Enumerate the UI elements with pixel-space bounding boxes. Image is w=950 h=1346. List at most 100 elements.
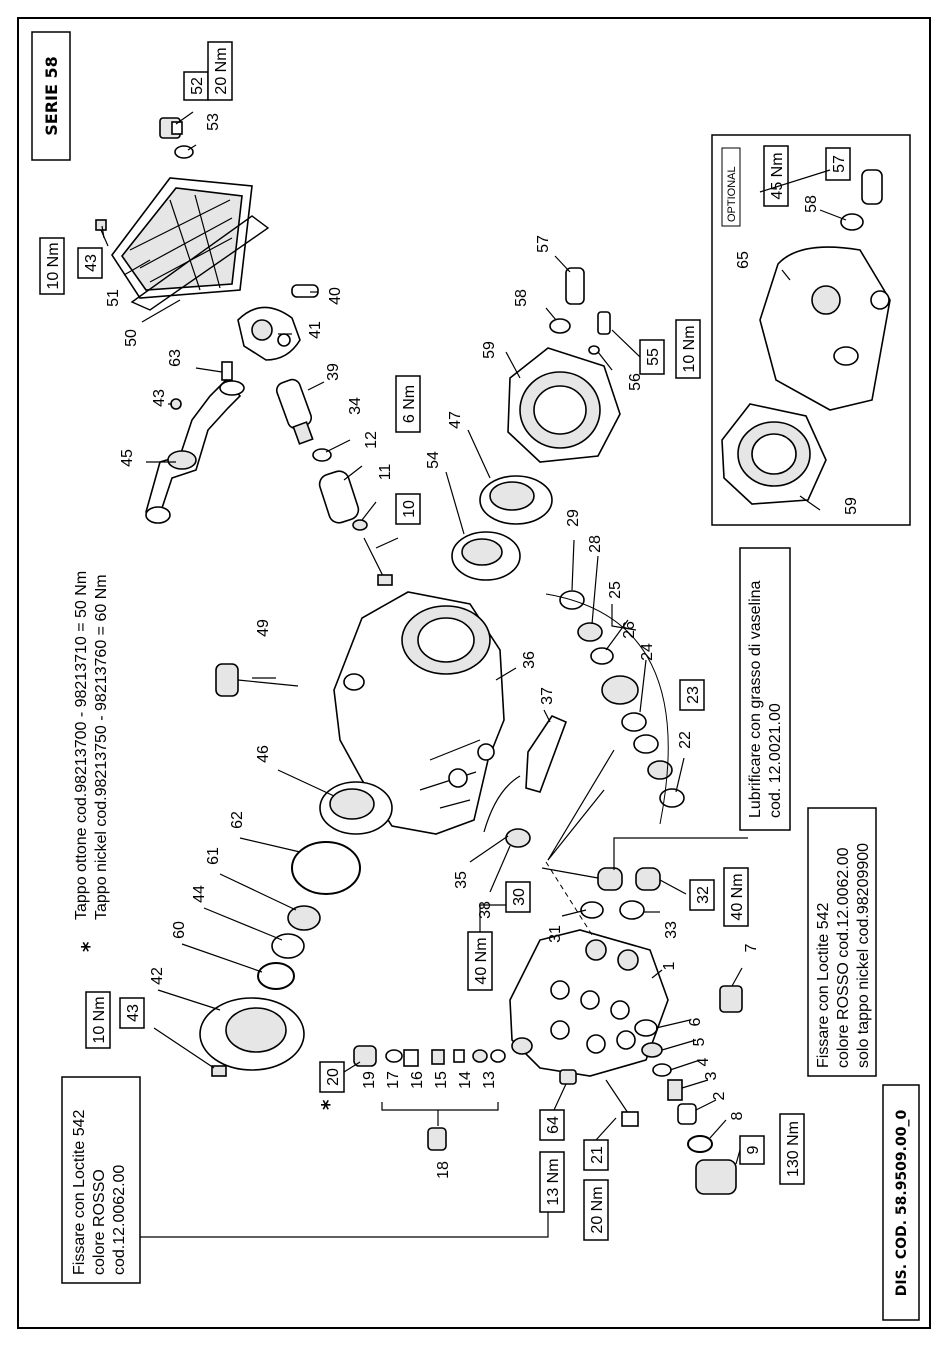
label-38: 38 bbox=[477, 901, 494, 919]
label-18: 18 bbox=[435, 1161, 452, 1179]
part-2-valve bbox=[677, 1103, 697, 1125]
svg-text:43: 43 bbox=[83, 254, 100, 272]
svg-text:23: 23 bbox=[685, 686, 702, 704]
label-65: 65 bbox=[735, 251, 752, 269]
part-46-bearing bbox=[319, 781, 393, 835]
part-62-oring bbox=[291, 841, 361, 895]
label-53: 53 bbox=[205, 113, 222, 131]
svg-text:20 Nm: 20 Nm bbox=[213, 47, 230, 94]
lubrificare-line1: Lubrificare con grasso di vaselina bbox=[747, 580, 764, 818]
label-49: 49 bbox=[255, 619, 272, 637]
part-10-bolt bbox=[363, 537, 393, 586]
svg-text:9: 9 bbox=[745, 1145, 762, 1154]
part-31-washer bbox=[580, 901, 604, 919]
part-59-opt-flange bbox=[721, 403, 827, 505]
part-24-ring bbox=[621, 712, 647, 732]
part-41-conrod bbox=[237, 306, 301, 361]
svg-text:10 Nm: 10 Nm bbox=[91, 996, 108, 1043]
label-35: 35 bbox=[453, 871, 470, 889]
label-17: 17 bbox=[385, 1071, 402, 1089]
part-12-sleeve bbox=[318, 470, 360, 524]
label-57: 57 bbox=[535, 235, 552, 253]
tappo-note-line1: Tappo ottone cod.98213700 - 98213710 = 5… bbox=[73, 571, 90, 920]
label-33: 33 bbox=[663, 921, 680, 939]
part-16-valve bbox=[431, 1049, 445, 1065]
svg-text:10 Nm: 10 Nm bbox=[45, 242, 62, 289]
part-1-manifold bbox=[509, 929, 669, 1077]
loctite-right-note: Fissare con Loctite 542 colore ROSSO cod… bbox=[807, 807, 877, 1077]
valve-bracket bbox=[381, 1102, 499, 1111]
part-7-valve bbox=[719, 985, 743, 1013]
part-19-oring bbox=[385, 1049, 403, 1063]
part-51-cover bbox=[111, 177, 253, 299]
torque-box-21: 21 20 Nm bbox=[583, 1139, 609, 1241]
label-2: 2 bbox=[711, 1091, 728, 1100]
part-52-plug bbox=[159, 117, 183, 139]
label-4: 4 bbox=[695, 1057, 712, 1066]
part-25-packing bbox=[601, 675, 639, 705]
star-marker-2: * bbox=[317, 1099, 341, 1110]
part-47-bearing bbox=[479, 475, 553, 525]
part-58-washer bbox=[549, 318, 571, 334]
label-45: 45 bbox=[119, 449, 136, 467]
torque-box-10: 6 Nm 10 bbox=[395, 375, 421, 525]
label-1: 1 bbox=[661, 961, 678, 970]
part-37-gasket bbox=[525, 715, 568, 793]
optional-panel: OPTIONAL bbox=[711, 134, 911, 526]
part-60-oring bbox=[257, 962, 295, 990]
svg-text:40 Nm: 40 Nm bbox=[729, 873, 746, 920]
label-14: 14 bbox=[457, 1071, 474, 1089]
label-58: 58 bbox=[513, 289, 530, 307]
part-24b-ring bbox=[633, 734, 659, 754]
part-56-ring bbox=[588, 345, 600, 355]
torque-box-43-bottom: 10 Nm 43 bbox=[85, 991, 145, 1049]
part-15-spring bbox=[453, 1049, 465, 1063]
loctite-left-line1: Fissare con Loctite 542 bbox=[71, 1109, 88, 1275]
label-31: 31 bbox=[547, 925, 564, 943]
svg-text:40 Nm: 40 Nm bbox=[473, 937, 490, 984]
part-5-ring bbox=[641, 1042, 663, 1058]
svg-text:20: 20 bbox=[325, 1068, 342, 1086]
part-11-ring bbox=[352, 519, 368, 531]
part-4-ring bbox=[652, 1063, 672, 1077]
part-43-screw-top bbox=[95, 219, 109, 247]
label-11: 11 bbox=[377, 464, 394, 481]
label-19: 19 bbox=[361, 1071, 378, 1089]
label-26: 26 bbox=[621, 621, 638, 639]
label-25: 25 bbox=[607, 581, 624, 599]
label-28: 28 bbox=[587, 535, 604, 553]
svg-text:55: 55 bbox=[645, 348, 662, 366]
svg-text:10: 10 bbox=[401, 500, 418, 518]
series-title: SERIE 58 bbox=[42, 56, 61, 136]
part-59-flange bbox=[507, 347, 621, 463]
part-22-seal bbox=[647, 760, 673, 780]
torque-box-32: 32 40 Nm bbox=[689, 867, 749, 927]
part-21-bolt bbox=[605, 1079, 639, 1127]
label-50: 50 bbox=[123, 329, 140, 347]
part-45-crankshaft bbox=[145, 378, 245, 524]
svg-text:43: 43 bbox=[125, 1004, 142, 1022]
part-13-ring bbox=[490, 1049, 506, 1063]
label-37: 37 bbox=[539, 687, 556, 705]
part-54-bearing bbox=[451, 531, 521, 581]
part-44-seal bbox=[271, 933, 305, 959]
part-57-screw bbox=[565, 267, 585, 305]
label-12: 12 bbox=[363, 431, 380, 449]
part-18-valve-assembly bbox=[427, 1127, 447, 1151]
label-22: 22 bbox=[677, 731, 694, 749]
part-65-gear-housing bbox=[759, 246, 891, 411]
svg-text:45 Nm: 45 Nm bbox=[769, 152, 786, 199]
part-63-key bbox=[221, 361, 233, 381]
drawing-code: DIS. COD. 58.9509.00_0 bbox=[894, 1110, 910, 1297]
svg-text:32: 32 bbox=[695, 886, 712, 904]
part-number-labels: 53 51 50 40 41 63 43 45 39 34 12 11 57 5… bbox=[105, 113, 860, 1179]
part-9-plug bbox=[695, 1159, 737, 1195]
part-33-washer bbox=[619, 900, 645, 920]
label-54: 54 bbox=[425, 451, 442, 469]
loctite-left-line2: colore ROSSO bbox=[91, 1169, 108, 1275]
part-55-screw bbox=[597, 311, 611, 335]
section-leader-b bbox=[547, 749, 615, 861]
part-64-plug bbox=[559, 1069, 577, 1085]
label-40: 40 bbox=[327, 287, 344, 305]
torque-box-30: 30 40 Nm bbox=[467, 881, 531, 991]
